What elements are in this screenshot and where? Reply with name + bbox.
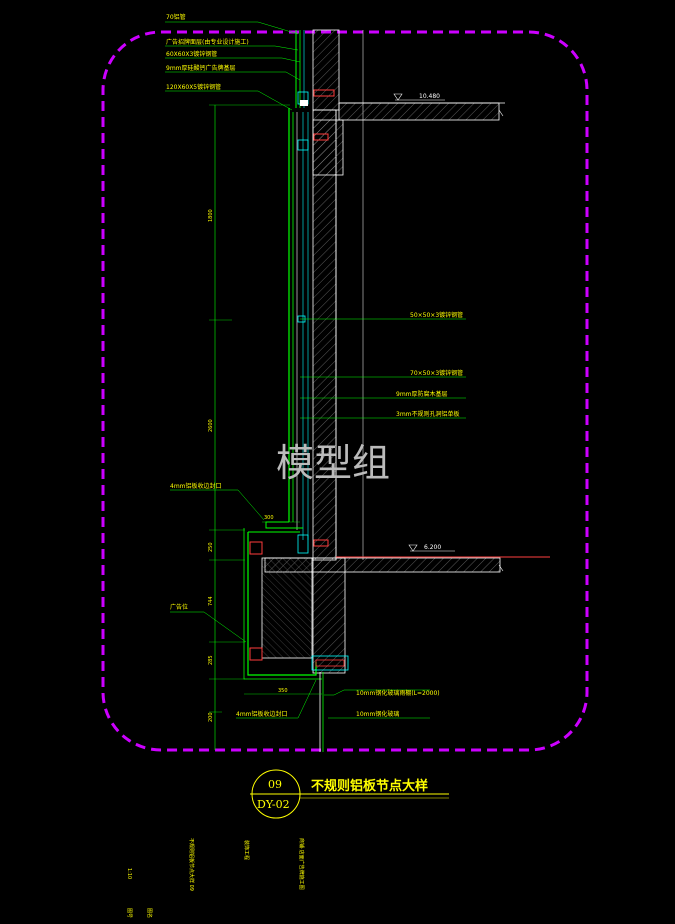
- steel-fixings: [249, 89, 349, 671]
- dim-200: 200: [208, 712, 214, 722]
- watermark: 模型组: [276, 441, 390, 485]
- dim-2600: 2600: [208, 419, 214, 432]
- upper-floor-slab: [312, 102, 505, 176]
- label-edge-trim-upper: 4mm铝板收边封口: [170, 482, 222, 490]
- dim-250: 250: [208, 542, 214, 552]
- detail-title-bubble: [250, 769, 449, 819]
- label-steel-50: 50×50×3镀锌钢管: [410, 311, 463, 319]
- detail-title: 不规则铝板节点大样: [311, 778, 428, 794]
- annotation-leaders: [165, 21, 466, 719]
- label-edge-trim-lower: 4mm铝板收边封口: [236, 710, 288, 718]
- lower-floor-slab: [261, 556, 550, 659]
- dim-285: 285: [208, 655, 214, 665]
- label-steel-60: 60X60X3镀锌钢管: [166, 50, 217, 58]
- label-sign-position: 广告位: [170, 603, 188, 611]
- titleblock-work-type: 装饰工程: [243, 840, 250, 860]
- level-lower: 6.200: [424, 544, 441, 551]
- dim-300: 300: [264, 515, 274, 521]
- detail-sheet: DY-02: [257, 798, 290, 811]
- level-mark-lower: [408, 544, 455, 552]
- label-perforated-panel: 3mm不规则孔洞铝单板: [396, 410, 460, 418]
- titleblock-drawing-name: 不规则铝板节点大样 09: [188, 838, 195, 891]
- label-tempered-glass: 10mm钢化玻璃: [356, 710, 399, 718]
- facade-system: [243, 30, 324, 752]
- level-mark-upper: [393, 93, 445, 101]
- titleblock-project: 商铺·店面广告牌施工图: [298, 838, 305, 890]
- detail-number: 09: [268, 778, 282, 791]
- titleblock-scale: 1:10: [126, 868, 132, 879]
- dim-1800: 1800: [208, 209, 214, 222]
- dim-744: 744: [208, 596, 214, 606]
- label-sign-face: 广告招牌面层(由专业设计施工): [166, 38, 249, 46]
- label-glass-canopy: 10mm钢化玻璃雨棚(L=2000): [356, 689, 440, 697]
- dim-350: 350: [278, 688, 288, 694]
- label-wood-base: 9mm厚防腐木基层: [396, 390, 448, 398]
- label-calcium-silicate: 9mm厚硅酸钙广告牌基层: [166, 64, 236, 72]
- label-steel-70: 70×50×3镀锌钢管: [410, 369, 463, 377]
- detail-boundary: [101, 30, 589, 752]
- label-steel-120: 120X60X5镀锌钢管: [166, 83, 221, 91]
- level-upper: 10.480: [419, 93, 440, 100]
- titleblock-label-2: 图名: [146, 908, 153, 918]
- titleblock-label-1: 图号: [126, 908, 132, 918]
- label-aluminum-tube: 70铝管: [166, 13, 186, 21]
- dimension-chain: [209, 104, 322, 750]
